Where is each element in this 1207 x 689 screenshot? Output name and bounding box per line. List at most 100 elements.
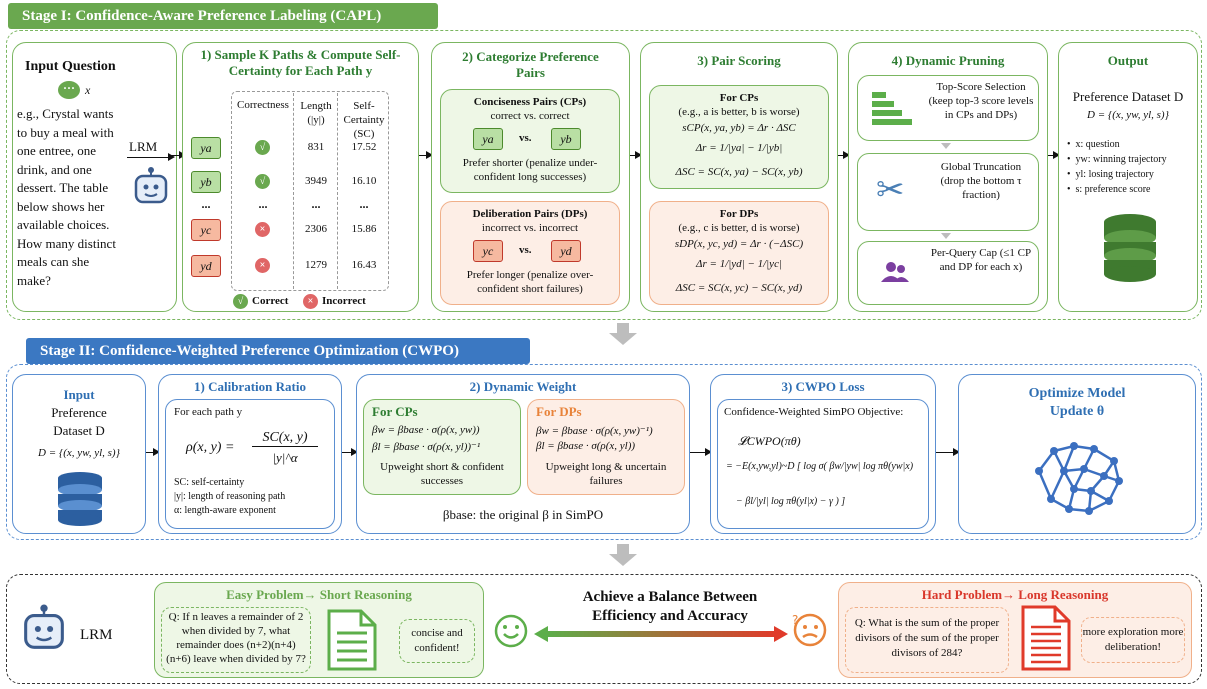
- weight-cp-head: For CPs: [372, 404, 418, 419]
- global-truncation-box: ✂ Global Truncation (drop the bottom τ f…: [857, 153, 1039, 231]
- stage2-input-panel: Input Preference Dataset D D = {(x, yw, …: [12, 374, 146, 534]
- dynamic-weight-panel: 2) Dynamic Weight For CPs βw = βbase · σ…: [356, 374, 690, 534]
- ellipsis-label: ...: [201, 197, 211, 211]
- arrow-to-weight: [342, 448, 358, 456]
- easy-problem-box: Easy Problem→ Short Reasoning Q: If n le…: [154, 582, 484, 678]
- arrow-to-output: [1048, 151, 1060, 159]
- output-item: yw: winning trajectory: [1067, 152, 1167, 167]
- length-yd: 1279: [305, 259, 327, 271]
- stage2-input-formula: D = {(x, yw, yl, s)}: [38, 447, 120, 459]
- calibration-formula-num: SC(x, y): [252, 430, 318, 447]
- weight-cp-w: βw = βbase · σ(ρ(x, yw)): [372, 424, 480, 436]
- cp-yb: yb: [551, 128, 581, 150]
- dp-desc: Prefer longer (penalize over-confident s…: [466, 269, 594, 295]
- arrow-to-scoring: [630, 151, 642, 159]
- neural-network-icon: [1035, 442, 1123, 515]
- input-question-panel: Input Question ··· x e.g., Crystal wants…: [12, 42, 177, 312]
- chat-bubble-icon: ···: [58, 81, 80, 99]
- dp-title: Deliberation Pairs (DPs): [472, 208, 588, 220]
- stage1-frame: [6, 30, 1202, 320]
- weight-dp-desc: Upweight long & uncertain failures: [545, 461, 667, 487]
- output-sub: Preference Dataset D: [1072, 89, 1184, 104]
- incorrect-icon: ×: [255, 258, 270, 273]
- dp-score-box: For DPs (e.g., c is better, d is worse) …: [649, 201, 829, 305]
- dp-score-r: Δr = 1/|yd| − 1/|yc|: [696, 258, 782, 270]
- sc-yb: 16.10: [351, 175, 377, 187]
- dp-box: Deliberation Pairs (DPs) incorrect vs. i…: [440, 201, 620, 305]
- output-item: x: question: [1067, 137, 1167, 152]
- header-correctness: Correctness: [237, 99, 289, 111]
- document-icon: [327, 609, 377, 671]
- legend-correct-label: Correct: [252, 295, 289, 307]
- path-ya: ya: [191, 137, 221, 159]
- cwpo-loss-line1: 𝓛CWPO(πθ): [738, 434, 801, 448]
- header-length: Length (|y|): [300, 100, 332, 126]
- output-list: x: question yw: winning trajectory yl: l…: [1067, 137, 1167, 197]
- easy-tag: concise and confident!: [399, 619, 475, 663]
- legend-incorrect-icon: ×: [303, 294, 318, 309]
- weight-dp-w: βw = βbase · σ(ρ(x, yw)⁻¹): [536, 425, 653, 437]
- output-formula: D = {(x, yw, yl, s)}: [1087, 109, 1169, 121]
- scissors-icon: ✂: [876, 170, 905, 210]
- stage-transition-arrow: [609, 333, 637, 345]
- database-icon: [1104, 214, 1156, 282]
- easy-question: Q: If n leaves a remainder of 2 when div…: [161, 607, 311, 673]
- top-score-text: Top-Score Selection (keep top-3 score le…: [928, 81, 1034, 121]
- input-question-text: e.g., Crystal wants to buy a meal with o…: [17, 106, 116, 288]
- dp-yd: yd: [551, 240, 581, 262]
- calibration-panel: 1) Calibration Ratio For each path y ρ(x…: [158, 374, 342, 534]
- cp-score-s: sCP(x, ya, yb) = Δr · ΔSC: [682, 122, 796, 134]
- cwpo-loss-line2: = −E(x,yw,yl)~D [ log σ( βw/|yw| log πθ(…: [726, 461, 914, 472]
- robot-icon: [24, 604, 64, 649]
- dp-score-head: For DPs: [719, 208, 759, 220]
- output-title: Output: [1107, 53, 1149, 68]
- path-yd: yd: [191, 255, 221, 277]
- lrm-label: LRM: [129, 139, 158, 154]
- dp-vs: vs.: [519, 244, 532, 256]
- stage2-input-line1: Preference: [51, 405, 107, 420]
- cp-score-box: For CPs (e.g., a is better, b is worse) …: [649, 85, 829, 189]
- dynamic-pruning-title: 4) Dynamic Pruning: [891, 53, 1005, 68]
- cwpo-loss-inner: Confidence-Weighted SimPO Objective: 𝓛CW…: [717, 399, 929, 529]
- sc-ya: 17.52: [351, 141, 377, 153]
- calibration-inner: For each path y ρ(x, y) = SC(x, y) |y|^α…: [165, 399, 335, 529]
- dp-score-s: sDP(x, yc, yd) = Δr · (−ΔSC): [674, 238, 804, 250]
- document-icon: [1021, 605, 1071, 671]
- cwpo-loss-title: 3) CWPO Loss: [781, 379, 865, 394]
- path-yb: yb: [191, 171, 221, 193]
- legend-incorrect-label: Incorrect: [322, 295, 366, 307]
- table-divider-2: [337, 93, 338, 289]
- stage2-frame: [6, 364, 1202, 540]
- optimize-panel: Optimize Model Update θ: [958, 374, 1196, 534]
- output-panel: Output Preference Dataset D D = {(x, yw,…: [1058, 42, 1198, 312]
- dp-score-note: (e.g., c is better, d is worse): [678, 222, 800, 234]
- global-truncation-text: Global Truncation (drop the bottom τ fra…: [940, 161, 1022, 201]
- cp-sub: correct vs. correct: [490, 110, 570, 122]
- cwpo-loss-intro: Confidence-Weighted SimPO Objective:: [724, 406, 904, 418]
- dp-sub: incorrect vs. incorrect: [481, 222, 579, 234]
- stage2-input-line2: Dataset D: [53, 423, 105, 438]
- dynamic-pruning-panel: 4) Dynamic Pruning Top-Score Selection (…: [848, 42, 1048, 312]
- stage-transition-arrow: [609, 554, 637, 566]
- correct-icon: √: [255, 174, 270, 189]
- cp-score-head: For CPs: [719, 92, 759, 104]
- dp-yc: yc: [473, 240, 503, 262]
- ellipsis-length: ...: [311, 197, 321, 211]
- stage-transition-arrow-stem: [617, 544, 629, 554]
- sample-paths-panel: 1) Sample K Paths & Compute Self-Certain…: [182, 42, 419, 312]
- cp-vs: vs.: [519, 132, 532, 144]
- table-frame: [231, 91, 389, 291]
- length-yc: 2306: [305, 223, 327, 235]
- sample-paths-title: 1) Sample K Paths & Compute Self-Certain…: [200, 47, 401, 78]
- calibration-note: |y|: length of reasoning path: [174, 491, 286, 502]
- hard-question: Q: What is the sum of the proper divisor…: [845, 607, 1009, 673]
- hard-title: Hard Problem→ Long Reasoning: [921, 587, 1109, 602]
- dynamic-weight-title: 2) Dynamic Weight: [469, 379, 577, 394]
- per-query-box: Per-Query Cap (≤1 CP and DP for each x): [857, 241, 1039, 305]
- svg-text:?: ?: [792, 613, 798, 627]
- top-score-box: Top-Score Selection (keep top-3 score le…: [857, 75, 1039, 141]
- ellipsis-sc: ...: [359, 197, 369, 211]
- optimize-title: Optimize Model Update θ: [1028, 386, 1126, 419]
- weight-dp-l: βl = βbase · σ(ρ(x, yl)): [536, 440, 636, 452]
- pair-scoring-panel: 3) Pair Scoring For CPs (e.g., a is bett…: [640, 42, 838, 312]
